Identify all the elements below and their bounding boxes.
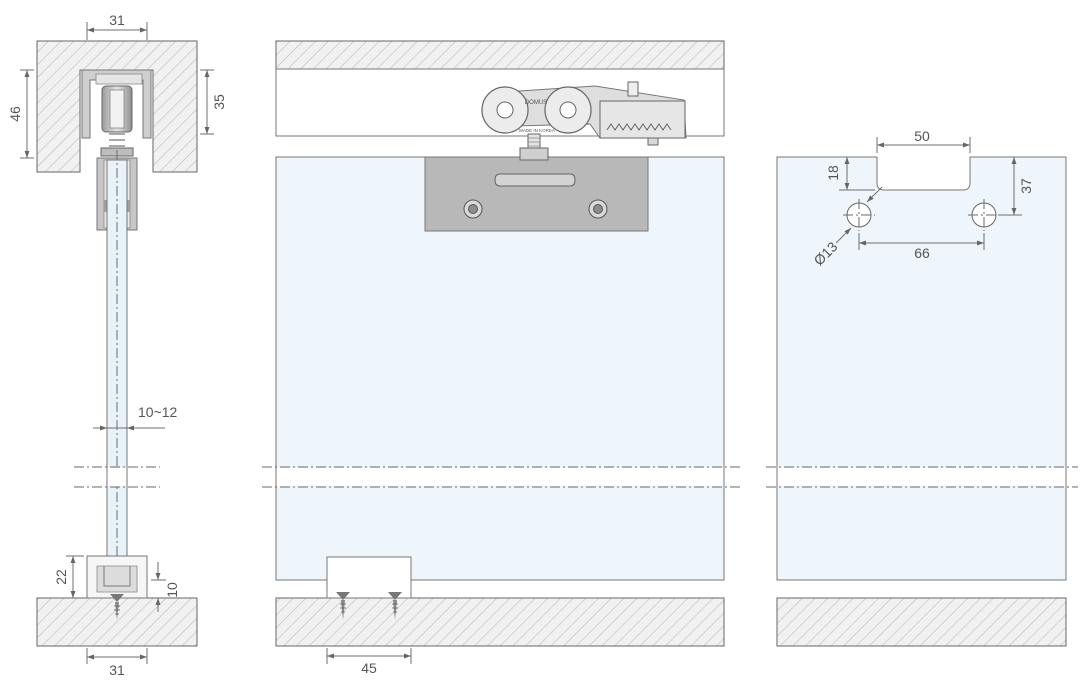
ceiling-section [36, 40, 198, 173]
dim-hole-depth: 37 [1018, 178, 1034, 194]
floor-guide [86, 555, 148, 599]
front-view: DOMUS MADE IN KOREA 45 [275, 40, 725, 676]
side-view: 31 46 35 10~12 22 10 31 [7, 12, 227, 678]
front-screw-right-icon [388, 592, 402, 620]
dim-height-roller: 35 [211, 94, 227, 110]
floor-screw-icon [110, 594, 124, 620]
dim-notch-depth: 18 [825, 165, 841, 181]
dim-glass-thickness: 10~12 [138, 404, 178, 420]
front-screw-left-icon [336, 592, 350, 620]
hole-right-icon [968, 199, 1000, 231]
dim-hole-spacing: 66 [914, 245, 930, 261]
clamp-plate [424, 133, 649, 232]
dim-guide-depth: 10 [164, 582, 180, 598]
break-gap [100, 468, 1067, 486]
brand-label: DOMUS [525, 100, 547, 106]
origin-label: MADE IN KOREA [519, 128, 555, 133]
glass-view: 50 18 37 66 Ø13 [776, 128, 1067, 647]
dim-notch-width: 50 [914, 128, 930, 144]
front-ceiling [275, 40, 725, 70]
dim-width-bottom: 31 [109, 662, 125, 678]
dim-height-track: 46 [7, 106, 23, 122]
ceiling-track [81, 69, 152, 157]
roller-carriage [481, 81, 687, 146]
front-floor-guide [326, 556, 412, 599]
break-lines [74, 466, 1078, 488]
dim-width-top: 31 [109, 12, 125, 28]
hole-left-icon [843, 199, 875, 231]
glass-panel-notched [776, 156, 1067, 581]
dim-floor-guide-width: 45 [361, 660, 377, 676]
dim-guide-height: 22 [53, 569, 69, 585]
front-floor [275, 597, 725, 647]
glass-view-floor [776, 597, 1067, 647]
